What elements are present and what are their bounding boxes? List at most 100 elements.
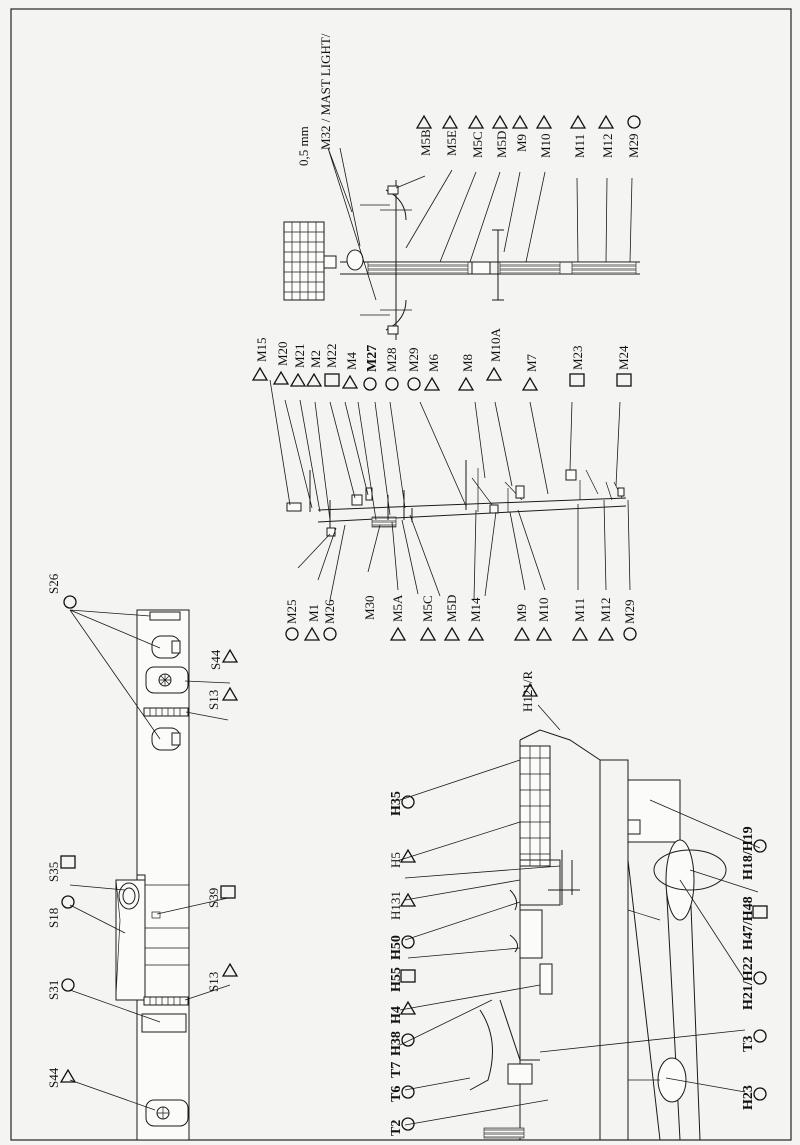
label-S13-top: S13: [206, 690, 221, 710]
label-M5E: M5E: [444, 130, 459, 156]
mast-top-leaders: [327, 147, 633, 301]
label-S31: S31: [46, 980, 61, 1000]
label-M21: M21: [292, 343, 307, 368]
circle-symbol: [285, 627, 299, 641]
triangle-symbol: [512, 115, 528, 129]
deck-strip-labels: S26 S44 S13 S35 S18 S39 S13 S31 S44: [46, 573, 238, 1088]
label-S44-bottom: S44: [46, 1067, 61, 1088]
triangle-symbol: [514, 627, 530, 641]
label-M9-low: M9: [514, 604, 529, 622]
label-M5D-top: M5D: [494, 131, 509, 158]
label-H55: H55: [389, 967, 404, 992]
label-M10A: M10A: [488, 327, 503, 362]
circle-symbol: [61, 978, 75, 992]
label-M2: M2: [308, 350, 323, 368]
circle-symbol: [627, 115, 641, 129]
label-M5C-top: M5C: [470, 131, 485, 158]
square-symbol: [324, 373, 340, 387]
triangle-symbol: [390, 627, 406, 641]
drawing-frame: [10, 8, 792, 1141]
label-H50: H50: [389, 935, 404, 960]
deck-strip-drawing: [115, 609, 190, 1141]
label-M22: M22: [324, 343, 339, 368]
circle-symbol: [385, 377, 399, 391]
label-M5D-low: M5D: [444, 595, 459, 622]
label-H1819: H18/H19: [741, 826, 756, 880]
label-S35: S35: [46, 862, 61, 882]
label-H121R: H121/R: [520, 671, 535, 713]
label-S26: S26: [46, 573, 61, 594]
thickness-note: 0,5 mm: [296, 126, 311, 166]
label-M27: M27: [365, 345, 380, 372]
label-M28: M28: [384, 347, 399, 372]
label-M5B: M5B: [418, 129, 433, 156]
label-M25: M25: [284, 599, 299, 624]
label-H2122: H21/H22: [741, 956, 756, 1010]
label-M8: M8: [460, 354, 475, 372]
label-H4: H4: [389, 1006, 404, 1024]
label-M29-mid: M29: [406, 347, 421, 372]
label-S18: S18: [46, 908, 61, 928]
triangle-symbol: [273, 371, 289, 385]
deck-strip-leaders: [69, 609, 231, 1111]
triangle-symbol: [444, 627, 460, 641]
label-M7: M7: [524, 353, 539, 372]
square-symbol: [60, 855, 76, 869]
triangle-symbol: [306, 373, 322, 387]
label-M15: M15: [254, 337, 269, 362]
label-M23: M23: [570, 345, 585, 370]
square-symbol: [569, 373, 585, 387]
label-S44-top: S44: [208, 649, 223, 670]
triangle-symbol: [342, 375, 358, 389]
label-T2: T2: [389, 1120, 404, 1136]
label-H5: H5: [388, 852, 403, 868]
label-M5C-low: M5C: [420, 595, 435, 622]
label-M5A: M5A: [390, 594, 405, 622]
label-S39: S39: [206, 888, 221, 908]
label-M30: M30: [362, 595, 377, 620]
label-M12-low: M12: [598, 597, 613, 622]
label-H38: H38: [389, 1031, 404, 1056]
square-symbol: [616, 373, 632, 387]
label-M26: M26: [322, 599, 337, 624]
hull-leaders: [399, 704, 761, 1126]
triangle-symbol: [252, 367, 268, 381]
label-H4748: H47/H48: [741, 896, 756, 950]
mast-top-labels: 0,5 mm M32 / MAST LIGHT/ M5B M5E M5C M5D…: [296, 33, 641, 166]
triangle-symbol: [486, 367, 502, 381]
label-M10-low: M10: [536, 597, 551, 622]
label-M24: M24: [616, 345, 631, 370]
triangle-symbol: [222, 649, 238, 663]
label-T3: T3: [741, 1036, 756, 1052]
triangle-symbol: [598, 627, 614, 641]
label-M10-top: M10: [538, 133, 553, 158]
triangle-symbol: [222, 687, 238, 701]
label-M4: M4: [344, 351, 359, 370]
label-M20: M20: [275, 341, 290, 366]
label-M12-top: M12: [600, 133, 615, 158]
triangle-symbol: [458, 377, 474, 391]
circle-symbol: [323, 627, 337, 641]
label-M14: M14: [468, 597, 483, 622]
label-M1: M1: [306, 604, 321, 622]
triangle-symbol: [60, 1069, 76, 1083]
label-M6: M6: [426, 353, 441, 372]
triangle-symbol: [536, 115, 552, 129]
square-symbol: [220, 885, 236, 899]
mast-top-drawing: [283, 180, 640, 340]
mast-side-leaders: [269, 379, 631, 601]
triangle-symbol: [424, 377, 440, 391]
label-H35: H35: [389, 791, 404, 816]
triangle-symbol: [468, 115, 484, 129]
label-M29-top: M29: [626, 133, 641, 158]
triangle-symbol: [572, 627, 588, 641]
triangle-symbol: [290, 373, 306, 387]
circle-symbol: [623, 627, 637, 641]
triangle-symbol: [416, 115, 432, 129]
triangle-symbol: [442, 115, 458, 129]
label-M9-top: M9: [514, 134, 529, 152]
circle-symbol: [407, 377, 421, 391]
circle-symbol: [363, 377, 377, 391]
mast-side-drawing: [286, 460, 627, 537]
